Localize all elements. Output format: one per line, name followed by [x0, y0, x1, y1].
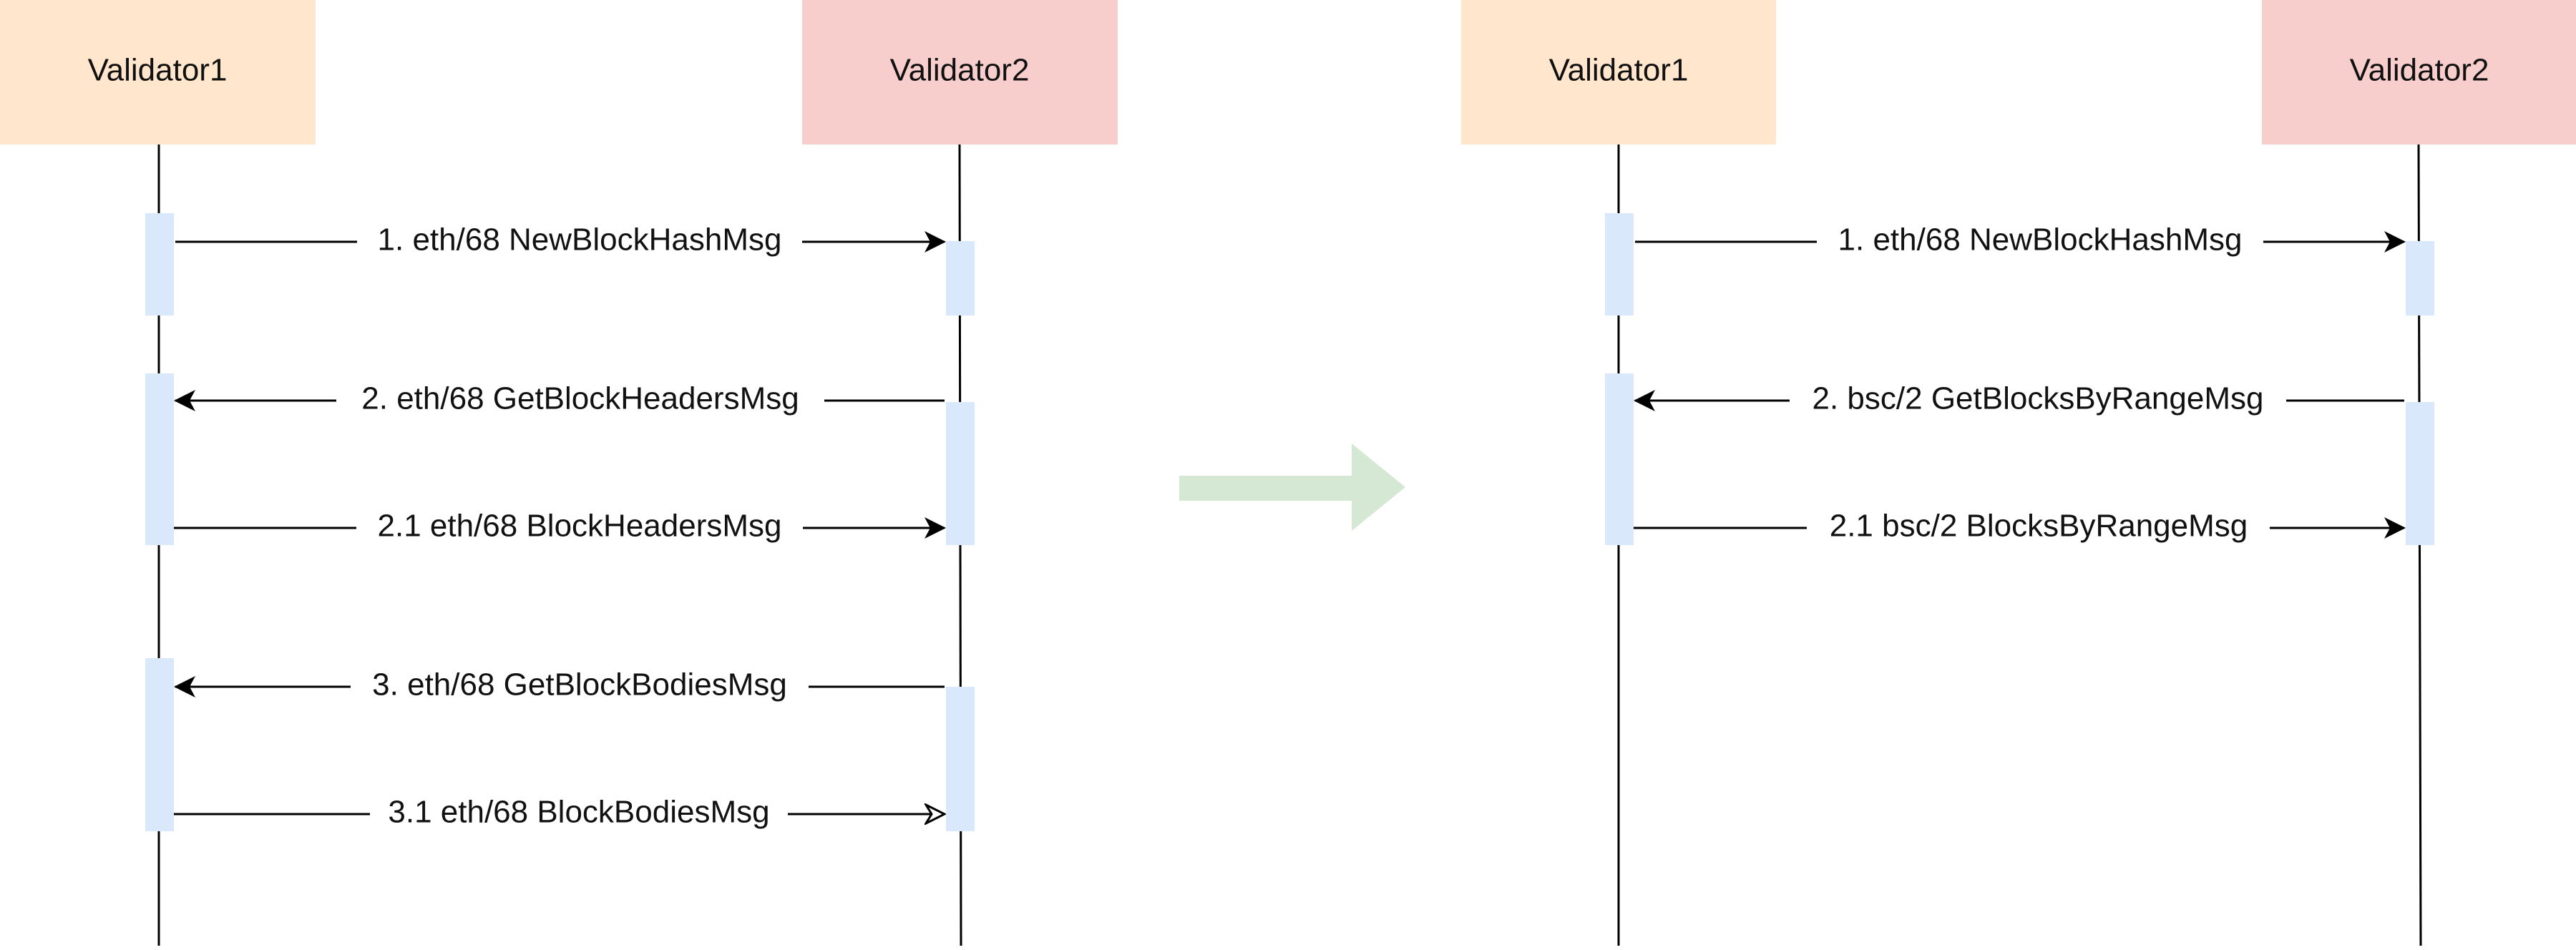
right-validator1-label: Validator1: [1549, 53, 1689, 88]
left-message-4-label-bg: [351, 665, 809, 706]
right-message-3: 2.1 bsc/2 BlocksByRangeMsg: [1634, 506, 2406, 547]
left-validator2-activation-3: [946, 687, 975, 831]
left-message-5-label-bg: [370, 792, 788, 833]
left-message-1-label-bg: [357, 220, 802, 261]
left-validator1-activation-2: [145, 373, 174, 545]
left-message-3-label: 2.1 eth/68 BlockHeadersMsg: [378, 509, 782, 544]
right-message-2-label: 2. bsc/2 GetBlocksByRangeMsg: [1813, 381, 2264, 416]
left-validator1-label: Validator1: [88, 53, 228, 88]
right-validator2-activation-2: [2406, 402, 2434, 545]
left-validator2-activation-2: [946, 402, 975, 545]
left-validator1-box: [0, 0, 316, 145]
left-validator2-activation-1: [946, 241, 975, 315]
left-message-1-label: 1. eth/68 NewBlockHashMsg: [378, 222, 782, 258]
right-validator1-box: [1461, 0, 1776, 145]
right-arrow-icon: [1179, 444, 1405, 531]
left-message-4-label: 3. eth/68 GetBlockBodiesMsg: [372, 667, 787, 702]
left-message-2-label-bg: [336, 378, 824, 420]
left-message-3: 2.1 eth/68 BlockHeadersMsg: [174, 506, 946, 547]
left-validator2-label: Validator2: [890, 53, 1030, 88]
right-validator1-activation-2: [1605, 373, 1634, 545]
right-message-3-label-bg: [1807, 506, 2270, 547]
left-message-5-label: 3.1 eth/68 BlockBodiesMsg: [388, 795, 769, 830]
right-validator2-label: Validator2: [2350, 53, 2489, 88]
right-message-3-label: 2.1 bsc/2 BlocksByRangeMsg: [1830, 509, 2248, 544]
right-message-1: 1. eth/68 NewBlockHashMsg: [1635, 220, 2406, 261]
right-message-1-label-bg: [1817, 220, 2263, 261]
left-message-2: 2. eth/68 GetBlockHeadersMsg: [174, 378, 945, 420]
right-validator2-activation-1: [2406, 241, 2434, 315]
left-validator1-activation-3: [145, 658, 174, 831]
left-message-3-label-bg: [356, 506, 803, 547]
left-sequence-diagram: Validator1 Validator2 1. eth/68 NewBlock…: [0, 0, 1118, 946]
left-message-5: 3.1 eth/68 BlockBodiesMsg: [174, 792, 945, 833]
right-validator1-activation-1: [1605, 213, 1634, 315]
left-validator2-box: [802, 0, 1118, 145]
left-message-4: 3. eth/68 GetBlockBodiesMsg: [174, 665, 945, 706]
right-message-1-label: 1. eth/68 NewBlockHashMsg: [1838, 222, 2243, 258]
left-message-1: 1. eth/68 NewBlockHashMsg: [175, 220, 946, 261]
right-sequence-diagram: Validator1 Validator2 1. eth/68 NewBlock…: [1461, 0, 2576, 946]
right-message-2-label-bg: [1790, 378, 2286, 420]
right-message-2: 2. bsc/2 GetBlocksByRangeMsg: [1634, 378, 2404, 420]
left-message-2-label: 2. eth/68 GetBlockHeadersMsg: [361, 381, 799, 416]
right-validator2-box: [2262, 0, 2576, 145]
left-validator1-activation-1: [145, 213, 174, 315]
